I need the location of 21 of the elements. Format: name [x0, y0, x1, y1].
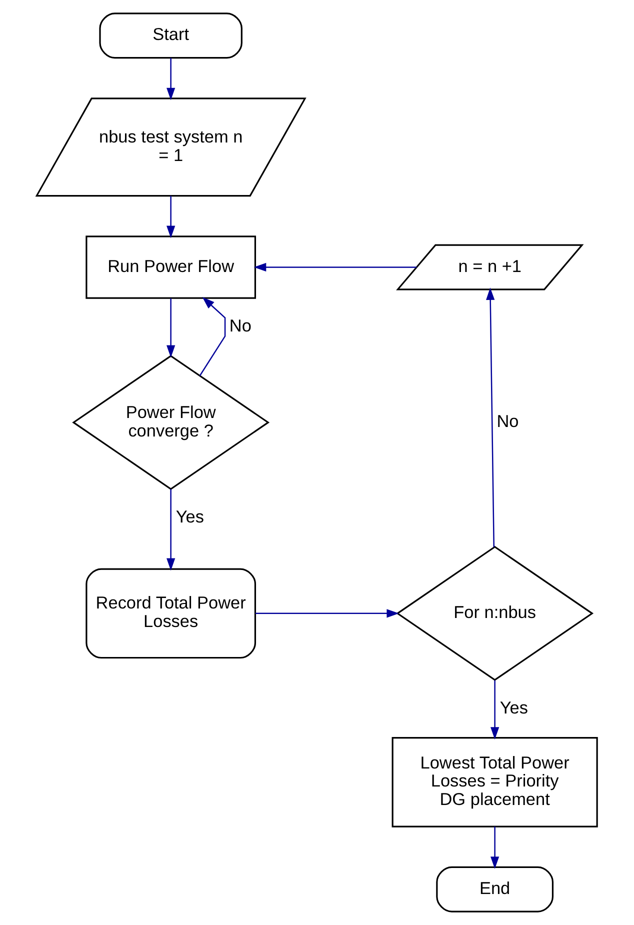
node-diamond: Power Flow converge ? [72, 354, 270, 490]
arrow [166, 489, 176, 571]
node-box: Start [99, 12, 242, 59]
edge-label: Yes [176, 506, 204, 526]
arrow [166, 58, 176, 100]
arrow [166, 298, 176, 358]
arrow [199, 297, 226, 376]
edge-label: No [229, 316, 252, 336]
arrow [490, 680, 500, 740]
arrow [166, 196, 176, 238]
edge-label: No [496, 411, 519, 432]
node-box: Run Power Flow [86, 236, 256, 299]
arrow [490, 826, 500, 869]
node-box: Record Total Power Losses [86, 568, 256, 659]
arrow [486, 288, 495, 548]
node-diamond: For n:nbus [396, 546, 594, 681]
node-box: End [436, 866, 554, 912]
arrow [255, 609, 400, 618]
node-box: Lowest Total Power Losses = Priority DG placement [392, 737, 598, 828]
arrow [254, 262, 417, 272]
edge-label: Yes [500, 697, 528, 718]
